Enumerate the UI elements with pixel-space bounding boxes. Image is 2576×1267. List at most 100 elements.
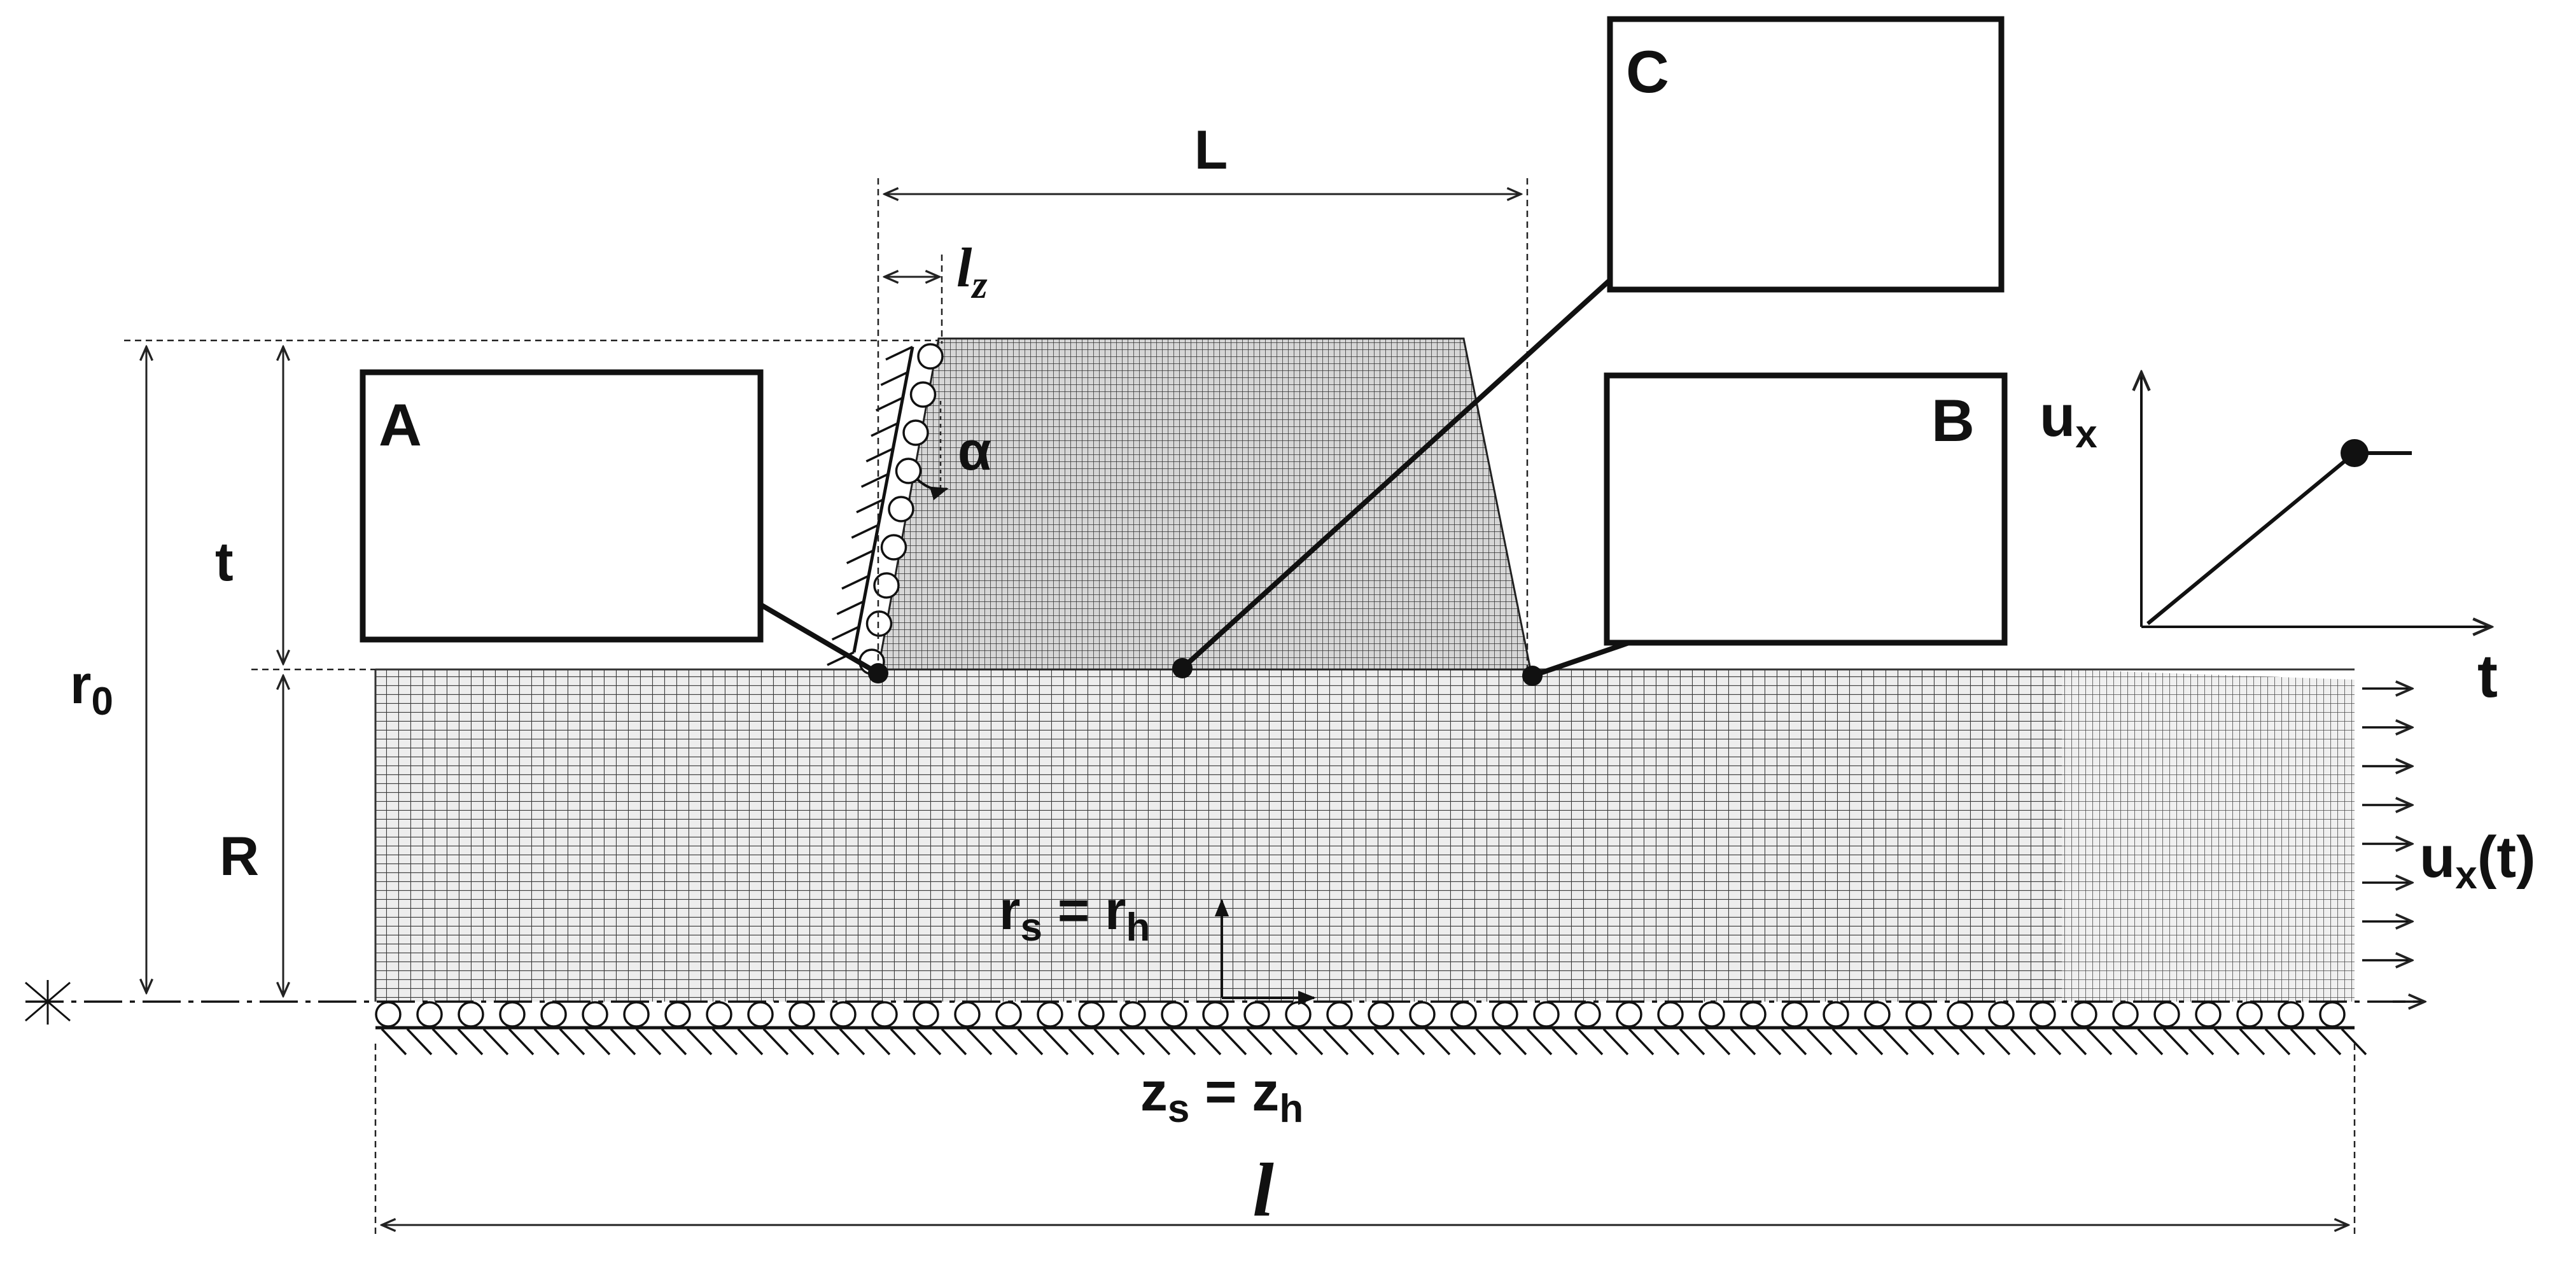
- roller: [1037, 1001, 1063, 1028]
- ground-hatch: [1271, 1028, 1298, 1056]
- ground-hatch: [1781, 1028, 1807, 1056]
- ground-hatch: [2341, 1028, 2367, 1056]
- roller: [416, 1001, 443, 1028]
- label-L: L: [1194, 120, 1228, 181]
- dimension-lz: [885, 255, 943, 344]
- ground-hatch: [1093, 1028, 1120, 1056]
- ground-hatch: [635, 1028, 662, 1056]
- inset-a: [360, 369, 764, 643]
- roller: [1409, 1001, 1436, 1028]
- ground-hatch: [482, 1028, 509, 1056]
- wall-hatch: [871, 422, 899, 437]
- roller: [1285, 1001, 1312, 1028]
- ground-hatch: [610, 1028, 636, 1056]
- roller: [1740, 1001, 1767, 1028]
- ground-hatch: [457, 1028, 484, 1056]
- ground-hatch: [1373, 1028, 1400, 1056]
- ground-hatch: [2086, 1028, 2113, 1056]
- ground-hatch: [1628, 1028, 1655, 1056]
- ground-hatch: [1602, 1028, 1629, 1056]
- roller: [1905, 1001, 1932, 1028]
- ground-hatch: [1831, 1028, 1858, 1056]
- local-coordinate-axes: [1214, 899, 1316, 1005]
- dimension-l: [374, 1044, 2356, 1238]
- ground-hatch: [1221, 1028, 1247, 1056]
- ground-hatch: [1042, 1028, 1069, 1056]
- ground-hatch: [2239, 1028, 2265, 1056]
- ground-hatch: [2162, 1028, 2189, 1056]
- ground-hatch: [1755, 1028, 1782, 1056]
- roller: [2195, 1001, 2222, 1028]
- roller: [2319, 1001, 2346, 1028]
- ground-hatch: [2061, 1028, 2087, 1056]
- roller: [913, 1001, 939, 1028]
- roller: [1492, 1001, 1518, 1028]
- ground-hatch: [915, 1028, 942, 1056]
- wall-hatch: [865, 447, 894, 463]
- roller: [664, 1001, 691, 1028]
- ground-hatch: [1577, 1028, 1604, 1056]
- ground-hatch: [1322, 1028, 1349, 1056]
- label-alpha: α: [958, 421, 991, 482]
- roller: [788, 1001, 815, 1028]
- roller: [995, 1001, 1022, 1028]
- ground-hatch: [991, 1028, 1018, 1056]
- ground-hatch: [711, 1028, 738, 1056]
- ground-hatch: [1119, 1028, 1145, 1056]
- roller: [2153, 1001, 2180, 1028]
- roller: [909, 381, 937, 408]
- roller: [1326, 1001, 1353, 1028]
- ground-hatch: [1857, 1028, 1884, 1056]
- graph-label-t: t: [2477, 642, 2498, 710]
- ground-hatch: [533, 1028, 560, 1056]
- roller: [830, 1001, 857, 1028]
- graph-label-ux: ux: [2040, 384, 2097, 456]
- roller: [895, 458, 922, 484]
- wall-hatch: [851, 524, 879, 539]
- ground-hatch: [1450, 1028, 1476, 1056]
- roller-support-bottom: [375, 1001, 2367, 1056]
- ground-hatch: [1704, 1028, 1731, 1056]
- ground-hatch: [406, 1028, 433, 1056]
- ground-hatch: [1501, 1028, 1527, 1056]
- inset-c-label: C: [1626, 38, 1669, 105]
- wall-hatch: [841, 575, 869, 590]
- ground-hatch: [686, 1028, 713, 1056]
- roller: [1698, 1001, 1725, 1028]
- leader-lines: [759, 278, 1630, 686]
- dimension-r0: [124, 339, 939, 993]
- ground-hatch: [381, 1028, 407, 1056]
- ground-hatch: [1984, 1028, 2011, 1056]
- ground-hatch: [813, 1028, 840, 1056]
- ground-hatch: [1297, 1028, 1324, 1056]
- roller: [706, 1001, 732, 1028]
- mesh-shaft-body: [374, 668, 2355, 1002]
- ground-hatch: [1806, 1028, 1833, 1056]
- ground-hatch: [1933, 1028, 1960, 1056]
- ground-hatch: [1068, 1028, 1095, 1056]
- roller: [1823, 1001, 1849, 1028]
- roller: [1161, 1001, 1187, 1028]
- ground-hatch: [1959, 1028, 1985, 1056]
- roller: [865, 610, 893, 637]
- mesh-tooth: [877, 337, 1532, 671]
- wall-hatch: [860, 473, 889, 488]
- ramp-curve: [2146, 451, 2412, 626]
- ground-hatch: [1246, 1028, 1273, 1056]
- roller: [375, 1001, 402, 1028]
- roller: [1533, 1001, 1560, 1028]
- ground-hatch: [1882, 1028, 1909, 1056]
- inset-b: [1604, 372, 2008, 646]
- label-l: l: [1252, 1147, 1274, 1232]
- roller: [2071, 1001, 2097, 1028]
- roller: [1616, 1001, 1642, 1028]
- ground-hatch: [1348, 1028, 1375, 1056]
- wall-hatch: [846, 549, 874, 564]
- label-rs-rh: rs = rh: [999, 880, 1150, 949]
- roller: [2278, 1001, 2304, 1028]
- inset-b-label: B: [1931, 387, 1975, 454]
- ground-hatch: [1399, 1028, 1425, 1056]
- dimension-L: [877, 178, 1529, 669]
- ground-hatch: [1017, 1028, 1044, 1056]
